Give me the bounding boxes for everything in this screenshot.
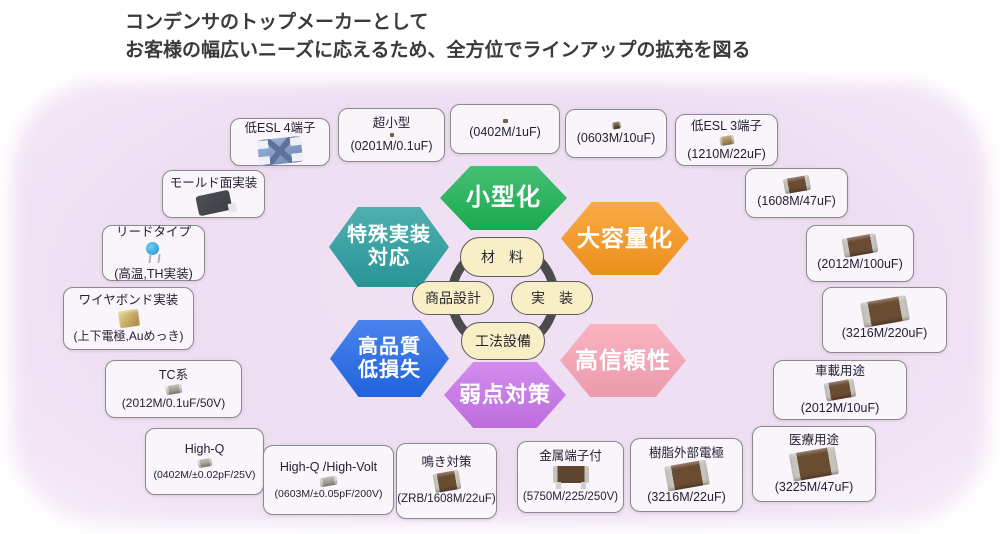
product-box-low-esl-3terminal: 低ESL 3端子 (1210M/22uF) xyxy=(675,114,778,166)
mlcc-chip-icon xyxy=(859,295,910,328)
hexagon-label-line2: 低損失 xyxy=(358,358,421,381)
product-caption: (3216M/22uF) xyxy=(647,489,726,504)
hexagon-large-capacity: 大容量化 xyxy=(561,202,689,275)
core-node-material: 材 料 xyxy=(460,237,544,277)
hexagon-label-line2: 対応 xyxy=(368,247,410,269)
title-line-2: お客様の幅広いニーズに応えるため、全方位でラインアップの拡充を図る xyxy=(125,40,751,61)
molded-smd-icon xyxy=(194,189,233,216)
gold-cube-chip-icon xyxy=(117,308,140,329)
core-node-mounting: 実 装 xyxy=(511,281,593,315)
mlcc-chip-icon xyxy=(718,134,735,146)
hexagon-miniaturization: 小型化 xyxy=(440,166,567,230)
product-label: 超小型 xyxy=(372,116,411,130)
product-box-0603: (0603M/10uF) xyxy=(565,109,667,158)
mlcc-chip-icon xyxy=(196,457,213,468)
mlcc-chip-icon xyxy=(788,446,840,482)
product-caption: (1210M/22uF) xyxy=(687,146,766,161)
tiny-chip-dot-icon xyxy=(502,118,508,123)
product-box-lead-type: リードタイプ (高温,TH実装) xyxy=(102,225,205,281)
mlcc-chip-icon xyxy=(319,475,338,488)
product-caption: (高温,TH実装) xyxy=(114,266,193,281)
hexagon-label: 高信頼性 xyxy=(575,347,671,374)
core-node-product-design: 商品設計 xyxy=(412,281,494,315)
product-label: 低ESL 4端子 xyxy=(244,120,316,135)
product-label: High-Q xyxy=(184,441,225,456)
product-caption: (1608M/47uF) xyxy=(757,194,836,208)
product-box-high-q: High-Q (0402M/±0.02pF/25V) xyxy=(145,428,264,495)
product-caption: (2012M/100uF) xyxy=(817,256,903,271)
title-line-1: コンデンサのトップメーカーとして xyxy=(125,12,429,33)
product-box-wire-bond: ワイヤボンド実装 (上下電極,Auめっき) xyxy=(63,287,194,350)
product-label: TC系 xyxy=(158,367,189,382)
product-box-resin-electrode: 樹脂外部電極 (3216M/22uF) xyxy=(630,438,743,512)
product-caption: (0402M/1uF) xyxy=(469,124,541,139)
hexagon-label: 弱点対策 xyxy=(458,382,551,408)
mlcc-chip-icon xyxy=(610,120,622,130)
product-label: ワイヤボンド実装 xyxy=(78,293,179,308)
product-caption: (0201M/0.1uF) xyxy=(350,139,433,153)
mlcc-chip-icon xyxy=(841,232,879,258)
mlcc-chip-icon xyxy=(432,469,461,494)
lead-type-capacitor-icon xyxy=(144,241,164,265)
product-box-metal-terminal: 金属端子付 (5750M/225/250V) xyxy=(517,441,624,513)
product-caption: (3216M/220uF) xyxy=(841,326,928,340)
product-box-0402: (0402M/1uF) xyxy=(450,104,560,154)
product-box-high-q-high-volt: High-Q /High-Volt (0603M/±0.05pF/200V) xyxy=(263,445,394,515)
hexagon-special-mounting: 特殊実装 対応 xyxy=(329,207,449,287)
mlcc-chip-icon xyxy=(782,174,811,195)
product-caption: (2012M/0.1uF/50V) xyxy=(121,395,226,410)
product-label: High-Q /High-Volt xyxy=(279,459,378,474)
product-label: 医療用途 xyxy=(788,433,839,447)
hexagon-label-line1: 高品質 xyxy=(358,335,421,358)
mlcc-chip-icon xyxy=(663,459,710,491)
mlcc-chip-icon xyxy=(164,383,183,396)
hexagon-label: 小型化 xyxy=(466,184,541,212)
product-label: 樹脂外部電極 xyxy=(648,445,724,460)
product-caption: (0603M/±0.05pF/200V) xyxy=(274,487,383,500)
product-caption: (ZRB/1608M/22uF) xyxy=(397,493,496,506)
product-caption: (上下電極,Auめっき) xyxy=(73,329,184,344)
blue-4terminal-chip-icon xyxy=(256,135,304,166)
page-title: コンデンサのトップメーカーとして お客様の幅広いニーズに応えるため、全方位でライ… xyxy=(125,9,750,65)
hexagon-label-line1: 特殊実装 xyxy=(347,224,431,246)
product-box-ultra-small: 超小型 (0201M/0.1uF) xyxy=(338,108,445,162)
hexagon-label: 大容量化 xyxy=(577,225,673,252)
product-box-mold-surface-mount: モールド面実装 xyxy=(162,170,265,218)
product-label: 金属端子付 xyxy=(539,449,602,464)
product-box-medical: 医療用途 (3225M/47uF) xyxy=(752,426,876,502)
hexagon-weakness-countermeasure: 弱点対策 xyxy=(444,362,566,428)
product-label: 鳴き対策 xyxy=(421,455,472,470)
product-box-tc-series: TC系 (2012M/0.1uF/50V) xyxy=(105,360,242,418)
product-caption: (0603M/10uF) xyxy=(576,130,656,145)
mlcc-chip-icon xyxy=(823,378,857,402)
tiny-chip-dot-icon xyxy=(389,133,394,137)
product-label: モールド面実装 xyxy=(169,175,258,190)
product-caption: (3225M/47uF) xyxy=(774,480,854,494)
hexagon-high-quality-low-loss: 高品質 低損失 xyxy=(330,320,449,397)
product-caption: (5750M/225/250V) xyxy=(522,491,619,504)
product-box-1608: (1608M/47uF) xyxy=(745,168,848,218)
product-caption: (0402M/±0.02pF/25V) xyxy=(153,468,256,481)
core-node-process-equipment: 工法設備 xyxy=(461,322,545,360)
product-box-low-esl-4terminal: 低ESL 4端子 xyxy=(230,118,330,166)
hexagon-high-reliability: 高信頼性 xyxy=(560,324,686,397)
product-box-automotive: 車載用途 (2012M/10uF) xyxy=(773,360,907,420)
product-label: リードタイプ xyxy=(115,224,191,239)
product-box-3216: (3216M/220uF) xyxy=(822,287,947,353)
metal-terminal-chip-icon xyxy=(552,466,589,490)
product-label: 低ESL 3端子 xyxy=(690,118,763,133)
product-caption: (2012M/10uF) xyxy=(800,401,880,415)
product-box-acoustic-noise: 鳴き対策 (ZRB/1608M/22uF) xyxy=(396,443,497,519)
product-label: 車載用途 xyxy=(814,364,865,378)
product-box-2012: (2012M/100uF) xyxy=(806,225,914,282)
